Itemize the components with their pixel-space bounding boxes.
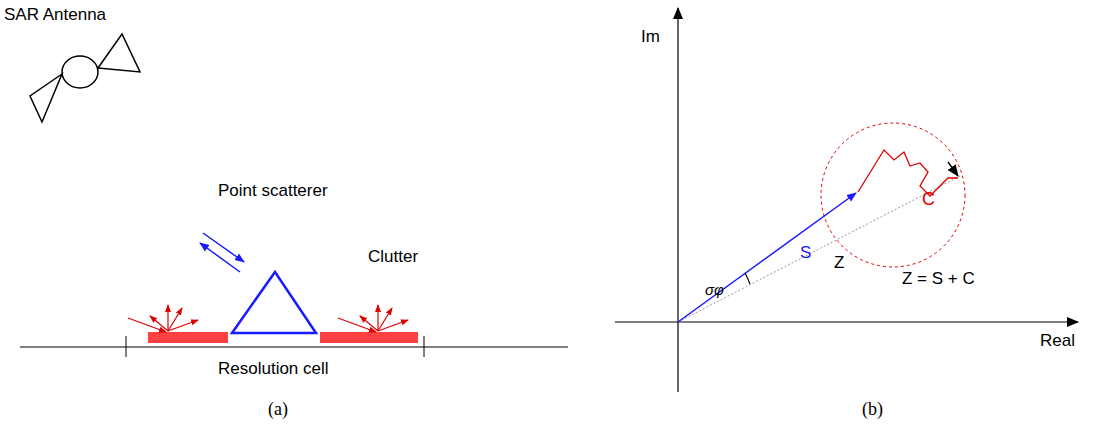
ground-line — [20, 347, 568, 348]
c-end-arrow — [948, 162, 958, 176]
incident-ray — [203, 233, 244, 262]
vector-label: S — [800, 244, 811, 263]
c-vector — [858, 150, 958, 196]
real-axis — [615, 321, 1078, 322]
axis-label: Im — [641, 28, 660, 47]
cell-label: Resolution cell — [218, 360, 329, 379]
s-vector — [678, 193, 856, 322]
scatterer-label: Point scatterer — [218, 182, 328, 201]
clutter-patch — [320, 332, 418, 343]
clutter-circle — [821, 123, 965, 267]
reflected-ray — [200, 243, 240, 272]
angle-label: σφ — [705, 282, 724, 299]
antenna-label: SAR Antenna — [4, 6, 106, 25]
cell-tick — [424, 336, 425, 357]
clutter-rays — [128, 305, 408, 332]
axis-label: Real — [1040, 332, 1075, 351]
vector-label: Z — [834, 254, 844, 273]
point-scatterer — [232, 272, 316, 333]
antenna-symbol — [30, 34, 140, 122]
angle-arc — [745, 273, 750, 284]
panel-label: (b) — [862, 400, 883, 420]
imag-axis — [677, 8, 678, 392]
clutter-label: Clutter — [368, 248, 418, 267]
z-vector — [678, 176, 960, 322]
panel-label: (a) — [268, 400, 288, 420]
equation-label: Z = S + C — [902, 270, 975, 289]
cell-tick — [126, 336, 127, 357]
clutter-patch — [148, 332, 228, 343]
vector-label: C — [922, 190, 935, 210]
